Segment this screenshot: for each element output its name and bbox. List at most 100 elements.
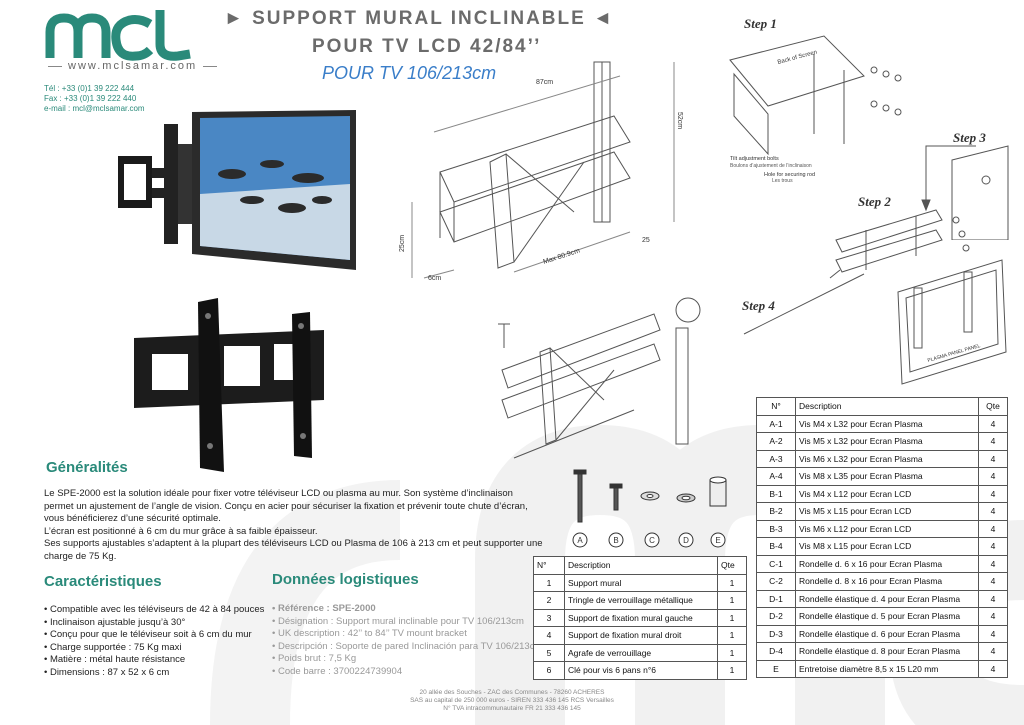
- plasma-panel-label: PLASMA PANEL PANEL: [927, 343, 981, 364]
- list-item: • Compatible avec les téléviseurs de 42 …: [44, 604, 265, 615]
- dim-max-label: Max 80.9cm: [542, 247, 581, 265]
- caracteristiques-list: • Compatible avec les téléviseurs de 42 …: [44, 604, 264, 679]
- mcl-logo: mcl: [45, 10, 191, 61]
- list-item: • Poids brut : 7,5 Kg: [272, 653, 357, 664]
- table-cell: 4: [978, 414, 1008, 433]
- table-header-cell: Qte: [717, 556, 747, 575]
- list-item: • Dimensions : 87 x 52 x 6 cm: [44, 666, 170, 678]
- table-cell: A-3: [756, 449, 796, 468]
- table-cell: Rondelle d. 6 x 16 pour Ecran Plasma: [795, 554, 979, 573]
- table-cell: B-3: [756, 519, 796, 538]
- table-cell: D-3: [756, 624, 796, 643]
- hardware-letter-e: E: [715, 536, 720, 545]
- dimension-drawing: 87cm 52cm 25cm 6cm Max 80.9cm 25: [399, 61, 683, 282]
- table-cell: Vis M5 x L15 pour Ecran LCD: [795, 502, 979, 521]
- table-cell: B-2: [756, 502, 796, 521]
- table-cell: 4: [978, 519, 1008, 538]
- table-cell: 4: [978, 607, 1008, 626]
- table-cell: D-2: [756, 607, 796, 626]
- table-cell: Entretoise diamètre 8,5 x 15 L20 mm: [795, 659, 979, 678]
- step-1-diagram: Back of Screen Tilt adjustment bolts Bou…: [729, 35, 902, 184]
- table-cell: Vis M6 x L12 pour Ecran LCD: [795, 519, 979, 538]
- table-cell: Vis M4 x L12 pour Ecran LCD: [795, 484, 979, 503]
- table-cell: 1: [717, 626, 747, 645]
- table-header-row: N° Description Qte: [533, 556, 747, 575]
- table-cell: E: [756, 659, 796, 678]
- table-cell: 1: [717, 608, 747, 627]
- table-cell: Support mural: [564, 573, 718, 592]
- spacer-e-icon: [709, 476, 727, 507]
- table-cell: 4: [533, 626, 565, 645]
- table-cell: Support de fixation mural gauche: [564, 608, 718, 627]
- product-title-line1: ► SUPPORT MURAL INCLINABLE ◄: [224, 8, 614, 29]
- table-cell: 4: [978, 537, 1008, 556]
- table-cell: A-4: [756, 467, 796, 486]
- table-cell: Rondelle d. 8 x 16 pour Ecran Plasma: [795, 572, 979, 591]
- step-4-label: Step 4: [742, 298, 775, 313]
- contact-email[interactable]: e-mail : mcl@mclsamar.com: [44, 104, 145, 113]
- footer-vat: N° TVA intracommunautaire FR 21 333 436 …: [443, 705, 581, 712]
- screw-b-icon: [609, 483, 623, 511]
- generalites-paragraph-2: L’écran est positionné à 6 cm du mur grâ…: [44, 525, 318, 537]
- table-cell: 2: [533, 591, 565, 610]
- dim-angle-label: 25: [642, 237, 650, 244]
- hole-rod-fr-label: Les trous: [772, 178, 793, 184]
- list-item: • Charge supportée : 75 Kg maxi: [44, 641, 182, 653]
- table-cell: 1: [717, 643, 747, 662]
- hole-rod-label: Hole for securing rod: [764, 172, 815, 178]
- table-cell: Vis M6 x L32 pour Ecran Plasma: [795, 449, 979, 468]
- table-cell: 4: [978, 589, 1008, 608]
- list-item: • Descripción : Soporte de pared Inclina…: [272, 640, 543, 652]
- table-cell: A-2: [756, 432, 796, 451]
- list-item: • Conçu pour que le téléviseur soit à 6 …: [44, 629, 252, 640]
- table-cell: D-1: [756, 589, 796, 608]
- table-cell: B-4: [756, 537, 796, 556]
- tilt-bolts-fr-label: Boulons d’ajustement de l’inclinaison: [730, 163, 812, 169]
- generalites-text: Le SPE-2000 est la solution idéale pour …: [44, 488, 544, 563]
- table-cell: 4: [978, 624, 1008, 643]
- table-cell: Rondelle élastique d. 4 pour Ecran Plasm…: [795, 589, 979, 608]
- dim-width-label: 87cm: [536, 79, 553, 86]
- logistique-list: • Référence : SPE-2000 • Désignation : S…: [272, 603, 542, 678]
- table-cell: 4: [978, 659, 1008, 678]
- table-cell: 4: [978, 502, 1008, 521]
- footer-address: 20 allée des Souches - ZAC des Communes …: [419, 689, 605, 696]
- hardware-letter-c: C: [649, 536, 655, 545]
- website[interactable]: www.mclsamar.com: [48, 60, 218, 72]
- step-3-label: Step 3: [953, 130, 986, 145]
- table-cell: A-1: [756, 414, 796, 433]
- table-cell: Vis M5 x L32 pour Ecran Plasma: [795, 432, 979, 451]
- table-cell: 1: [717, 661, 747, 680]
- table-cell: Support de fixation mural droit: [564, 626, 718, 645]
- step-3-diagram: [921, 145, 1009, 240]
- screw-a-icon: [573, 469, 587, 523]
- table-cell: Tringle de verrouillage métallique: [564, 591, 718, 610]
- dim-height-label: 52cm: [676, 112, 683, 129]
- table-cell: Rondelle élastique d. 8 pour Ecran Plasm…: [795, 642, 979, 661]
- washer-c-icon: [640, 491, 660, 501]
- table-cell: 4: [978, 484, 1008, 503]
- table-cell: Vis M8 x L15 pour Ecran LCD: [795, 537, 979, 556]
- table-cell: D-4: [756, 642, 796, 661]
- table-cell: 4: [978, 554, 1008, 573]
- dim-depth-label: 6cm: [428, 275, 441, 282]
- list-item: • Référence : SPE-2000: [272, 603, 376, 614]
- list-item: • Inclinaison ajustable jusqu’à 30°: [44, 616, 186, 628]
- table-header-cell: Qte: [978, 397, 1008, 416]
